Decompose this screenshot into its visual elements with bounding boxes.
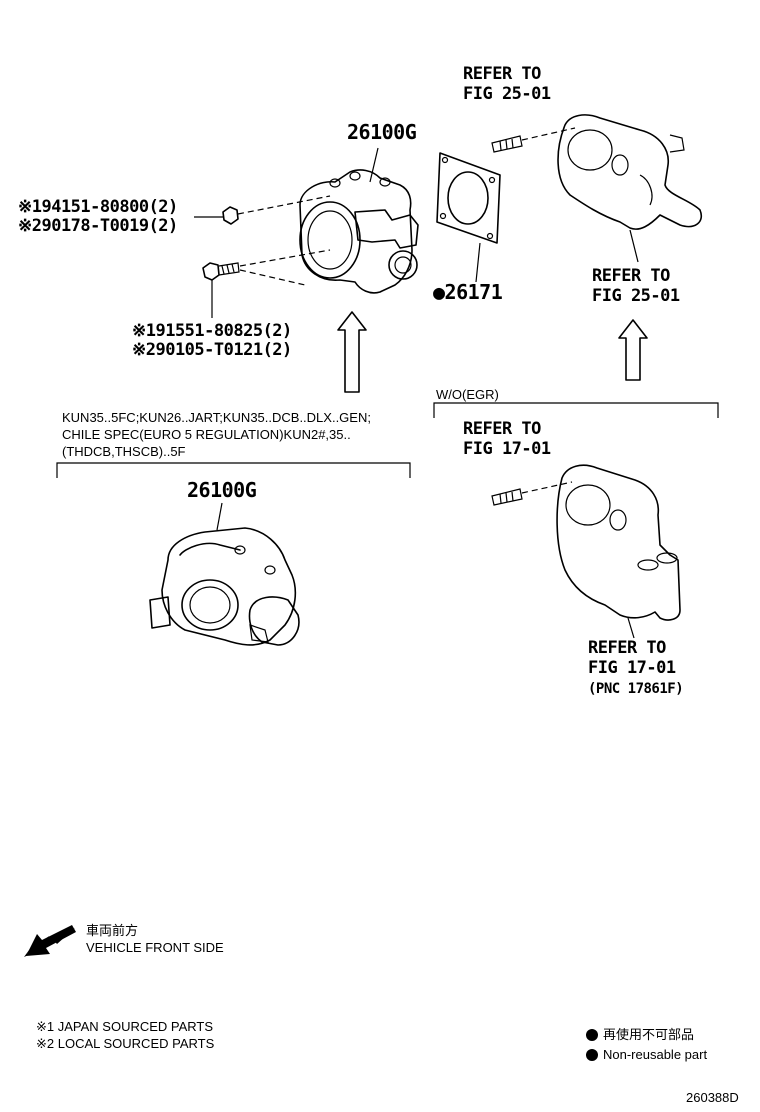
condition-models-line1: KUN35..5FC;KUN26..JART;KUN35..DCB..DLX..… <box>62 410 371 425</box>
condition-egr: W/O(EGR) <box>436 387 499 402</box>
legend-reuse-en: Non-reusable part <box>603 1047 708 1062</box>
condition-models: KUN35..5FC;KUN26..JART;KUN35..DCB..DLX..… <box>62 409 371 460</box>
gasket-drawing <box>436 152 501 283</box>
gasket-part-number: ●26171 <box>433 280 503 304</box>
refer-bottom: REFER TO FIG 17-01 (PNC 17861F) <box>588 638 684 699</box>
legend-reuse-jp-row: 再使用不可部品 <box>586 1026 707 1043</box>
legend-source-local: ※2 LOCAL SOURCED PARTS <box>36 1036 215 1051</box>
bolt-upper-part-2: ※290178-T0019(2) <box>18 216 178 236</box>
legend-reuse-en-row: Non-reusable part <box>586 1046 707 1063</box>
arrow-up-right <box>618 319 648 381</box>
front-side-label: 車両前方 VEHICLE FRONT SIDE <box>86 922 224 956</box>
condition-models-line2: CHILE SPEC(EURO 5 REGULATION)KUN2#,35.. <box>62 427 351 442</box>
refer-mid: REFER TO FIG 17-01 <box>463 419 551 459</box>
front-side-jp: 車両前方 <box>86 923 139 938</box>
figure-id: 260388D <box>686 1090 739 1105</box>
arrow-down-left-icon <box>24 925 76 957</box>
intake-connector-upper <box>491 114 702 263</box>
throttle-body-alt <box>149 502 300 646</box>
refer-right: REFER TO FIG 25-01 <box>592 266 680 306</box>
legend-reuse-jp: 再使用不可部品 <box>603 1027 695 1042</box>
arrow-up-left <box>337 311 367 393</box>
intake-connector-lower <box>491 464 681 639</box>
refer-top: REFER TO FIG 25-01 <box>463 64 551 104</box>
bolt-lower <box>202 249 331 318</box>
alt-part-number: 26100G <box>187 478 257 502</box>
filled-circle-icon <box>586 1028 598 1041</box>
main-part-number: 26100G <box>347 120 417 144</box>
refer-bottom-line2: FIG 17-01 <box>588 658 676 678</box>
nut-upper <box>194 195 331 225</box>
bolt-lower-part-1: ※191551-80825(2) <box>132 321 292 341</box>
refer-bottom-line1: REFER TO <box>588 638 666 658</box>
refer-bottom-line3: (PNC 17861F) <box>588 681 684 697</box>
legend-reuse: 再使用不可部品 Non-reusable part <box>586 1026 707 1063</box>
refer-right-line1: REFER TO <box>592 266 670 286</box>
throttle-body-upper <box>299 147 419 294</box>
refer-top-line2: FIG 25-01 <box>463 84 551 104</box>
bolt-upper-part-1: ※194151-80800(2) <box>18 197 178 217</box>
bracket-models <box>56 462 411 478</box>
refer-right-line2: FIG 25-01 <box>592 286 680 306</box>
front-side-en: VEHICLE FRONT SIDE <box>86 940 224 955</box>
legend-source-japan: ※1 JAPAN SOURCED PARTS <box>36 1019 214 1034</box>
legend-sources: ※1 JAPAN SOURCED PARTS ※2 LOCAL SOURCED … <box>36 1018 214 1052</box>
refer-mid-line2: FIG 17-01 <box>463 439 551 459</box>
bolt-lower-part-2: ※290105-T0121(2) <box>132 340 292 360</box>
filled-circle-icon <box>586 1048 598 1061</box>
refer-mid-line1: REFER TO <box>463 419 541 439</box>
bracket-egr <box>433 402 719 418</box>
condition-models-line3: (THDCB,THSCB)..5F <box>62 444 186 459</box>
refer-top-line1: REFER TO <box>463 64 541 84</box>
